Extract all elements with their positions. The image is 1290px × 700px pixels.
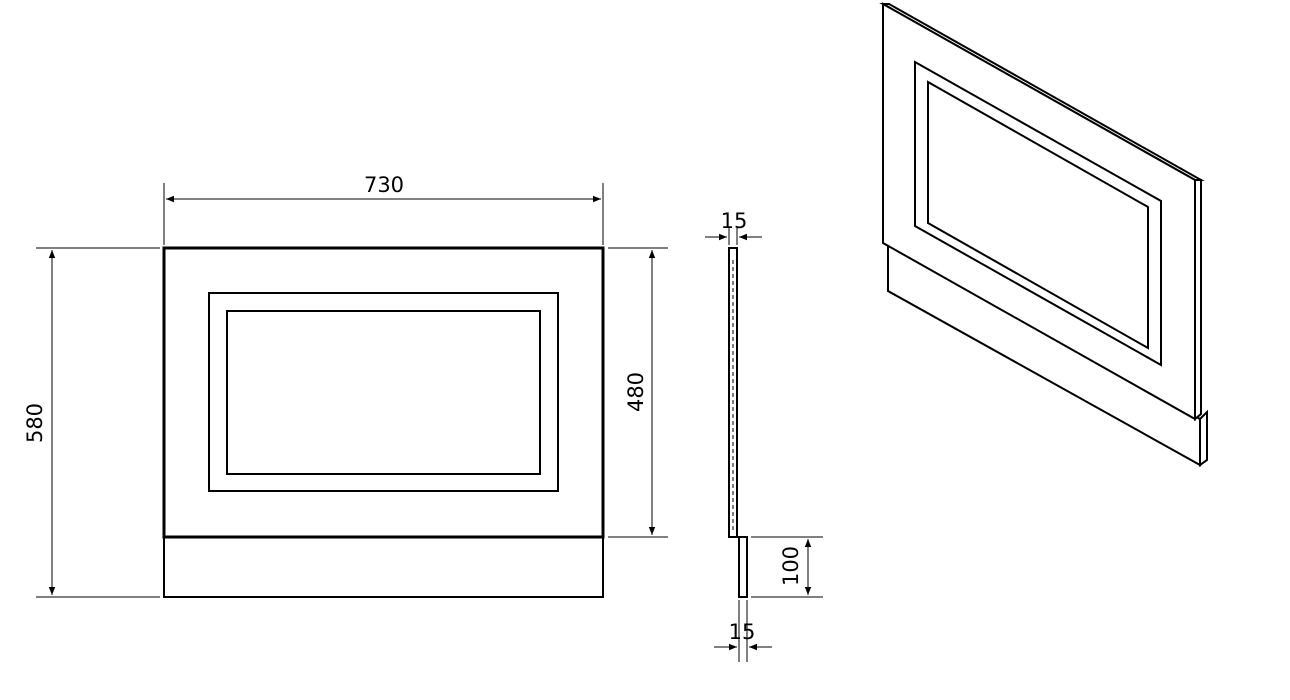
iso-frame-inner bbox=[927, 80, 1149, 350]
bottom-thickness-label: 15 bbox=[729, 620, 756, 644]
side-panel-section bbox=[728, 247, 738, 538]
panel-frame-inner bbox=[226, 310, 541, 475]
side-view: 15 100 15 bbox=[705, 209, 823, 662]
plinth-outline bbox=[163, 536, 604, 598]
top-thickness-label: 15 bbox=[721, 209, 748, 233]
plinth-height-label: 100 bbox=[779, 546, 803, 586]
plinth-height-dimension: 100 bbox=[751, 536, 823, 598]
panel-height-dimension: 480 bbox=[608, 247, 668, 538]
total-height-dimension: 580 bbox=[23, 247, 160, 598]
iso-panel-front bbox=[882, 2, 1196, 421]
width-label: 730 bbox=[364, 173, 404, 197]
front-view: 730 580 480 bbox=[23, 173, 668, 598]
top-thickness-dimension: 15 bbox=[705, 209, 762, 245]
panel-frame-outer bbox=[208, 292, 559, 492]
side-plinth-section bbox=[738, 536, 748, 598]
panel-height-label: 480 bbox=[624, 372, 648, 412]
bottom-thickness-dimension: 15 bbox=[714, 600, 772, 662]
isometric-view bbox=[879, 2, 1208, 467]
panel-outline bbox=[162, 246, 605, 539]
width-dimension: 730 bbox=[163, 173, 604, 245]
total-height-label: 580 bbox=[23, 403, 47, 443]
iso-frame-outer bbox=[914, 60, 1162, 367]
iso-plinth-side bbox=[1199, 409, 1208, 467]
